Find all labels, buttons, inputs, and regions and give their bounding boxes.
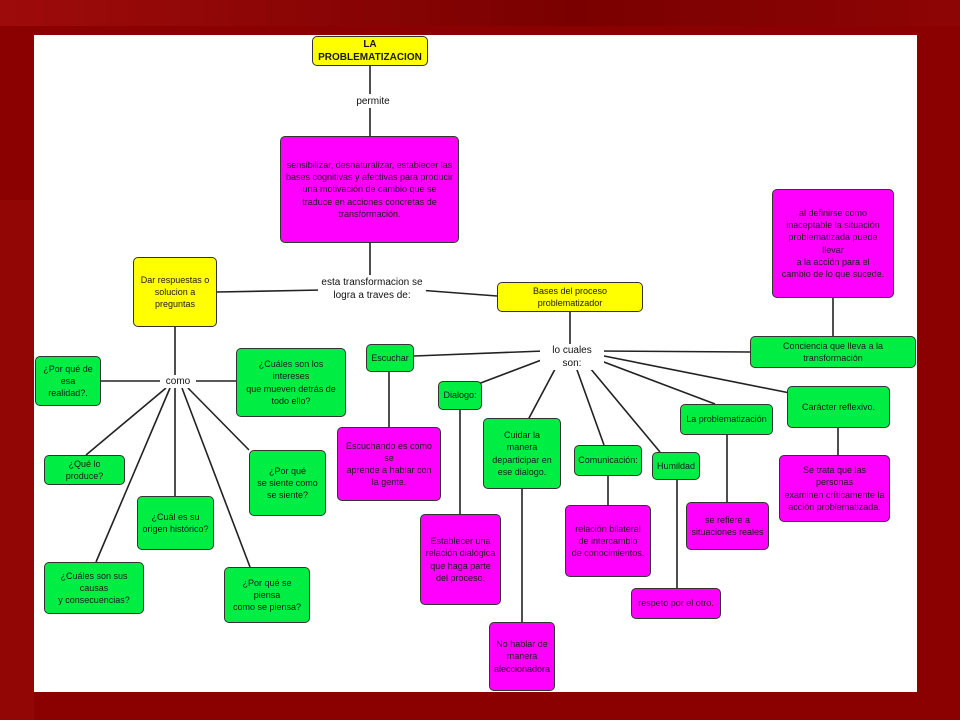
node-reflexivo: Carácter reflexivo. — [787, 386, 890, 428]
node-causas: ¿Cuáles son sus causas y consecuencias? — [44, 562, 144, 614]
node-piensa: ¿Por qué se piensa como se piensa? — [224, 567, 310, 623]
node-origen: ¿Cuál es su origen histórico? — [137, 496, 214, 550]
node-bases: Bases del proceso problematizador — [497, 282, 643, 312]
node-examinen: Se trata que las personas examinen críti… — [779, 455, 890, 522]
node-escuchando: Escuchando es como se aprende a hablar c… — [337, 427, 441, 501]
node-escuchar: Escuchar — [366, 344, 414, 372]
node-dialogo: Dialogo: — [438, 381, 482, 410]
slide-frame-accent — [0, 200, 34, 720]
node-no-hablar: No hablar de manera aleccionadora — [489, 622, 555, 691]
link-permite: permite — [350, 95, 396, 108]
node-intereses: ¿Cuáles son los intereses que mueven det… — [236, 348, 346, 417]
node-respuestas: Dar respuestas o solucion a preguntas — [133, 257, 217, 327]
link-transformacion: esta transformacion se logra a traves de… — [318, 276, 426, 302]
link-cuales: lo cuales son: — [540, 344, 604, 370]
node-produce: ¿Qué lo produce? — [44, 455, 125, 485]
node-la-problematizacion: La problematización — [680, 404, 773, 435]
node-definirse: al definirse como inaceptable la situaci… — [772, 189, 894, 298]
node-siente: ¿Por qué se siente como se siente? — [249, 450, 326, 516]
link-como: como — [160, 375, 196, 388]
node-relacion-dialogica: Establecer una relación dialógica que ha… — [420, 514, 501, 605]
node-humildad: Humildad — [652, 452, 700, 480]
node-definicion: sensibilizar, desnaturalizar, establecer… — [280, 136, 459, 243]
node-respeto: respeto por el otro. — [631, 588, 721, 619]
title-node: LA PROBLEMATIZACION — [312, 36, 428, 66]
node-conciencia: Conciencia que lleva a la transformación — [750, 336, 916, 368]
node-por-que-realidad: ¿Por qué de esa realidad?. — [35, 356, 101, 406]
node-comunicacion: Comunicación: — [574, 445, 642, 476]
node-cuidar: Cuidar la manera departicipar en ese dia… — [483, 418, 561, 489]
node-bilateral: relación bilateral de intercambio de con… — [565, 505, 651, 577]
slide-frame-top — [0, 0, 960, 26]
node-situaciones: se refiere a situaciones reales — [686, 502, 769, 550]
